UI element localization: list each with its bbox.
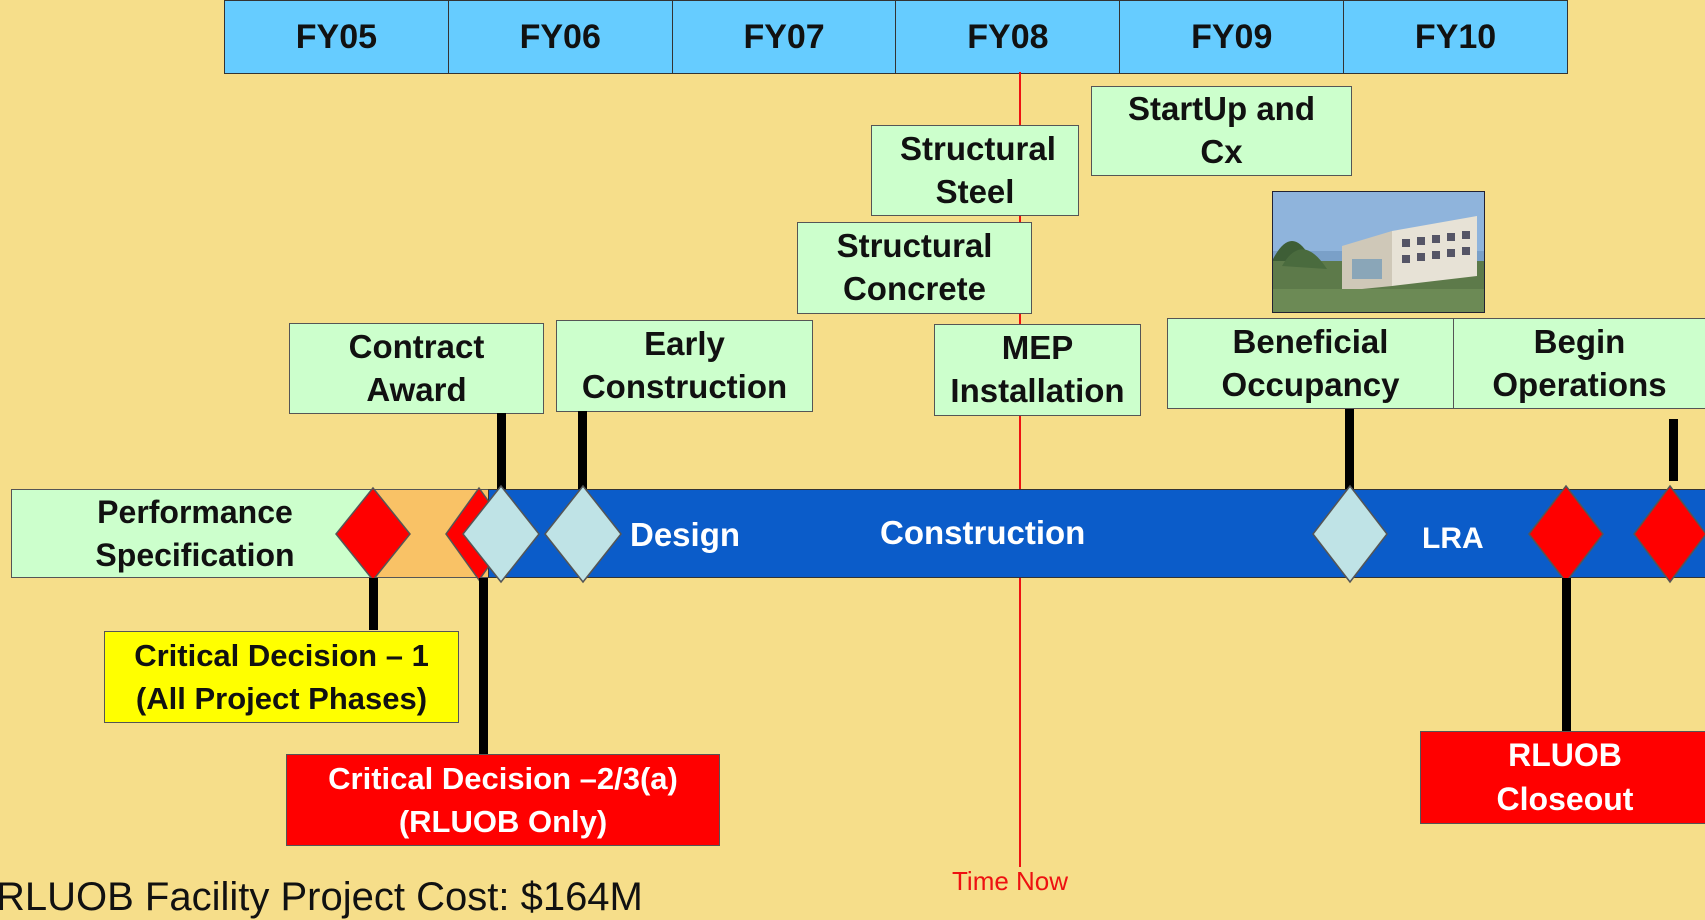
time-now-line	[1019, 72, 1021, 867]
performance-spec-label: Performance Specification	[95, 493, 295, 573]
structural-concrete-box: Structural Concrete	[797, 222, 1032, 314]
design-label: Design	[630, 516, 741, 553]
mep-installation-box: MEP Installation	[934, 324, 1141, 416]
beneficial-occupancy-diamond	[1312, 484, 1388, 584]
connector-beneficial-occupancy	[1345, 409, 1354, 491]
connector-closeout	[1562, 578, 1571, 731]
timeline-diamonds	[335, 484, 1705, 584]
construction-label: Construction	[880, 514, 1086, 551]
fy-cell: FY08	[896, 1, 1121, 73]
connector-begin-operations	[1669, 419, 1678, 481]
fiscal-year-header: FY05 FY06 FY07 FY08 FY09 FY10	[224, 0, 1568, 74]
fy-cell: FY10	[1414, 17, 1497, 56]
connector-contract-award	[497, 413, 506, 491]
startup-cx-box: StartUp and Cx	[1091, 86, 1352, 176]
time-now-label: Time Now	[952, 866, 1069, 896]
cd1-diamond	[335, 486, 411, 582]
begin-operations-diamond	[1633, 484, 1705, 584]
contract-award-diamond	[462, 484, 540, 584]
early-construction-box: Early Construction	[556, 320, 813, 412]
lra-label: LRA	[1422, 522, 1484, 555]
contract-award-box: Contract Award	[289, 323, 544, 414]
closeout-box: RLUOB Closeout	[1420, 731, 1705, 824]
early-construction-diamond	[544, 484, 622, 584]
fy-cell: FY07	[673, 1, 897, 73]
begin-operations-box: Begin Operations	[1453, 318, 1705, 409]
fy-cell: FY09	[1120, 1, 1345, 73]
beneficial-occupancy-box: Beneficial Occupancy	[1167, 318, 1454, 409]
timeline-main-bar	[488, 489, 1705, 578]
fy-cell: FY06	[449, 1, 673, 73]
connector-cd1	[369, 578, 378, 630]
connector-early-construction	[578, 411, 587, 491]
project-cost-text: RLUOB Facility Project Cost: $164M	[0, 875, 643, 919]
building-image	[1272, 191, 1485, 313]
structural-steel-box: Structural Steel	[871, 125, 1079, 216]
cd23-box: Critical Decision –2/3(a) (RLUOB Only)	[286, 754, 720, 846]
cd1-box: Critical Decision – 1 (All Project Phase…	[104, 631, 459, 723]
connector-cd23	[479, 578, 488, 754]
fy-cell: FY05	[225, 1, 449, 73]
closeout-diamond	[1528, 484, 1604, 584]
